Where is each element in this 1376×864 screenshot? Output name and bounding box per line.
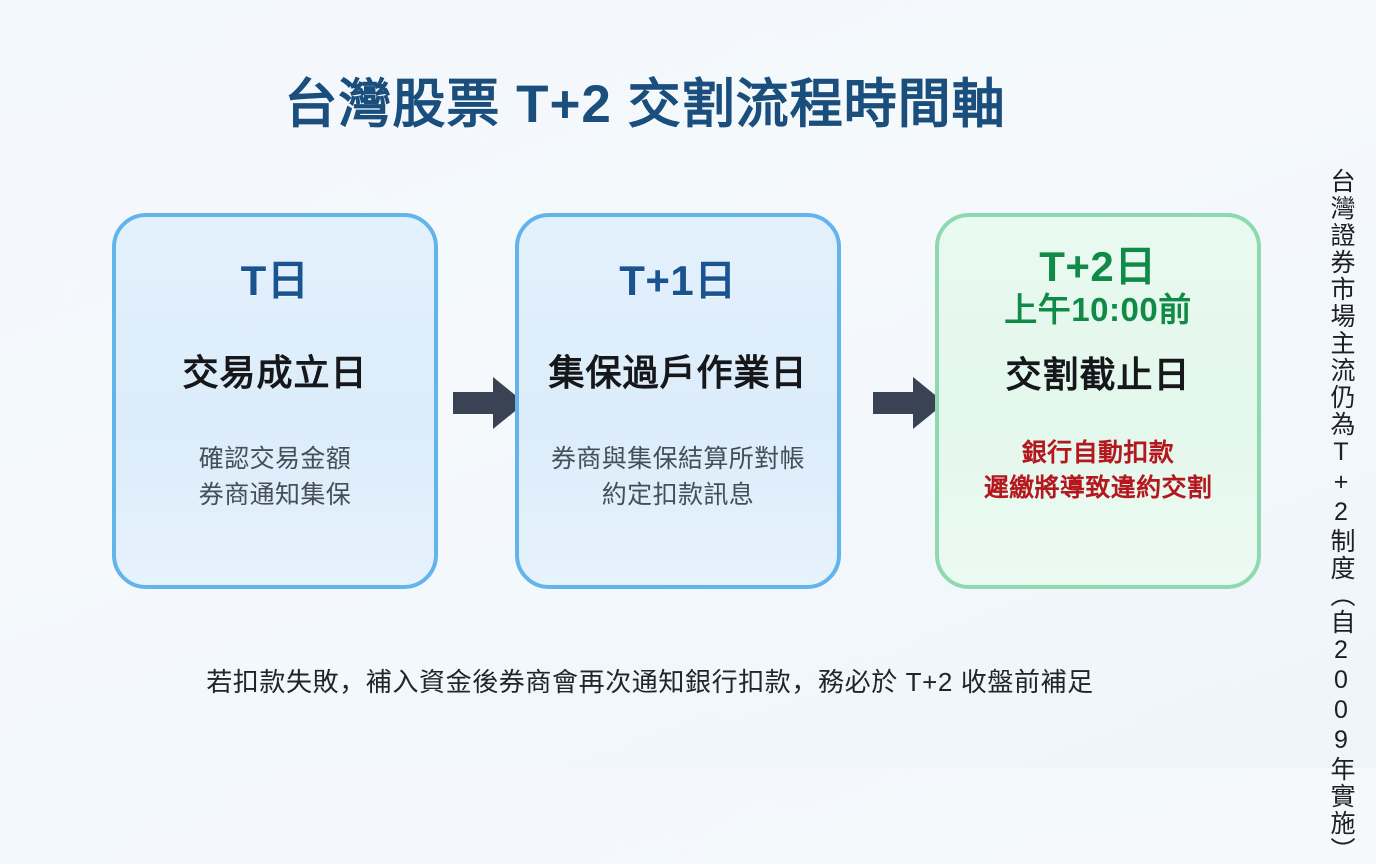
- step-3-day-label: T+2日: [1039, 243, 1157, 290]
- arrow-right-icon-2: [873, 375, 945, 431]
- timeline-step-card-2: T+1日 集保過戶作業日 券商與集保結算所對帳 約定扣款訊息: [515, 213, 841, 589]
- step-1-desc-line-2: 券商通知集保: [198, 480, 352, 509]
- step-2-description: 券商與集保結算所對帳 約定扣款訊息: [551, 442, 805, 513]
- step-3-warning: 銀行自動扣款 遲繳將導致違約交割: [984, 436, 1213, 505]
- step-1-day-label: T日: [240, 257, 310, 304]
- step-3-warn-line-2: 遲繳將導致違約交割: [983, 473, 1213, 502]
- page-title: 台灣股票 T+2 交割流程時間軸: [284, 75, 1006, 134]
- footer-note: 若扣款失敗，補入資金後券商會再次通知銀行扣款，務必於 T+2 收盤前補足: [206, 667, 1094, 697]
- timeline-step-card-3: T+2日 上午10:00前 交割截止日 銀行自動扣款 遲繳將導致違約交割: [935, 213, 1261, 589]
- step-2-heading: 集保過戶作業日: [548, 352, 808, 394]
- step-2-desc-line-2: 約定扣款訊息: [601, 480, 755, 509]
- step-3-warn-line-1: 銀行自動扣款: [1021, 439, 1175, 468]
- step-1-desc-line-1: 確認交易金額: [198, 445, 352, 474]
- timeline-container: T日 交易成立日 確認交易金額 券商通知集保 T+1日 集保過戶作業日 券商與集…: [112, 213, 1266, 591]
- arrow-right-icon-1: [453, 375, 525, 431]
- step-3-heading: 交割截止日: [1005, 354, 1191, 396]
- step-1-description: 確認交易金額 券商通知集保: [199, 442, 351, 513]
- timeline-step-card-1: T日 交易成立日 確認交易金額 券商通知集保: [112, 213, 438, 589]
- step-3-day-subtitle: 上午10:00前: [1004, 291, 1192, 329]
- step-1-heading: 交易成立日: [182, 352, 368, 394]
- step-2-day-label: T+1日: [619, 257, 737, 304]
- side-note-vertical: 台灣證券市場主流仍為T+2制度（自2009年實施）: [1327, 168, 1355, 864]
- step-2-desc-line-1: 券商與集保結算所對帳: [550, 445, 805, 474]
